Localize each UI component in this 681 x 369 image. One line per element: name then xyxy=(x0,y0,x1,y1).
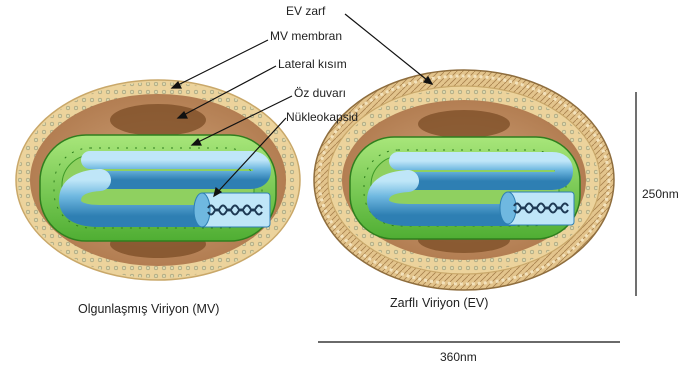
width-scale-label: 360nm xyxy=(440,350,477,364)
ev-virion xyxy=(314,70,614,290)
arrow-mv-membran xyxy=(172,40,268,88)
mv-virion xyxy=(16,80,300,280)
label-ev-envelope: EV zarf xyxy=(286,4,325,18)
label-core-wall: Öz duvarı xyxy=(294,86,346,100)
mv-lateral-body-top xyxy=(110,104,206,136)
height-scale-label: 250nm xyxy=(642,187,679,201)
label-nucleocapsid: Nükleokapsid xyxy=(286,110,358,124)
caption-ev: Zarflı Viriyon (EV) xyxy=(390,296,488,310)
label-mv-membrane: MV membran xyxy=(270,29,342,43)
arrow-ev-zarf xyxy=(345,14,432,84)
ev-lateral-body-top xyxy=(418,110,510,138)
caption-mv: Olgunlaşmış Viriyon (MV) xyxy=(78,302,219,316)
label-lateral-body: Lateral kısım xyxy=(278,57,347,71)
